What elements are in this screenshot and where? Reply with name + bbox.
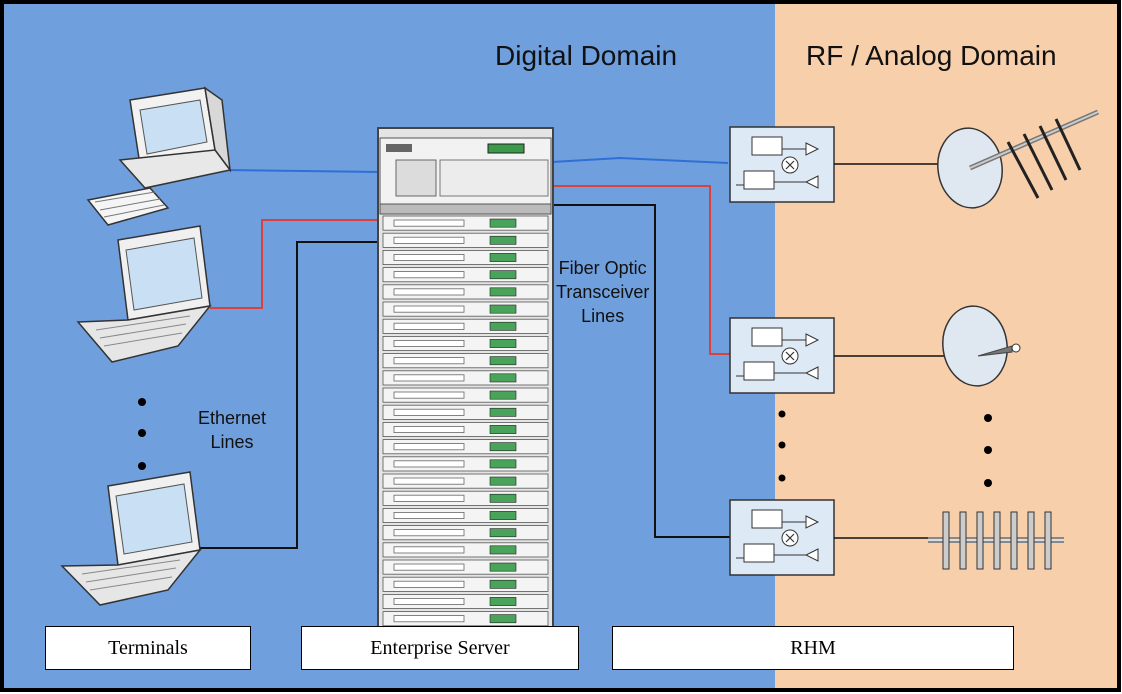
- digital-domain-title: Digital Domain: [495, 40, 678, 71]
- rack-blade-handle: [393, 408, 465, 416]
- terminal-ellipsis-dot: [138, 429, 146, 437]
- ethernet-line-desktop: [224, 169, 381, 173]
- dish-yagi-antenna-icon: [937, 109, 1100, 209]
- rack-blade-handle: [393, 322, 465, 330]
- ethernet-line-laptop-2: [200, 241, 384, 549]
- rack-blade-port: [489, 339, 517, 348]
- rack-blade-port: [489, 425, 517, 434]
- rack-blade-handle: [393, 391, 465, 399]
- terminal-ellipsis-dot: [138, 462, 146, 470]
- rack-blade-port: [489, 562, 517, 572]
- rack-blade-port: [489, 218, 517, 228]
- rack-blade-handle: [393, 271, 465, 279]
- rack-blade-handle: [393, 477, 465, 485]
- rack-blade-handle: [393, 443, 465, 451]
- desktop-computer-icon: [86, 86, 232, 226]
- antenna-ellipsis-dot: [984, 479, 992, 487]
- rack-blade-handle: [393, 425, 465, 433]
- ethernet-line-laptop-1: [210, 219, 384, 309]
- rack-blade-port: [489, 493, 517, 503]
- rhm-module-icon-2: [729, 317, 835, 394]
- rack-blade-handle: [393, 288, 465, 296]
- rack-blade-handle: [393, 563, 465, 571]
- enterprise-server-label-box: Enterprise Server: [301, 626, 579, 670]
- yagi-antenna-icon: [928, 511, 1064, 570]
- rack-blade-handle: [393, 580, 465, 588]
- rack-blade-port: [489, 270, 517, 280]
- fiber-line-rhm-1: [551, 156, 729, 164]
- rack-blade-port: [489, 597, 517, 606]
- ethernet-label-line-1: Ethernet: [198, 408, 267, 428]
- fiber-label-line-3: Lines: [581, 306, 625, 326]
- fiber-label-line-1: Fiber Optic: [558, 258, 647, 278]
- rack-blade-port: [489, 390, 517, 400]
- rack-blade-port: [489, 614, 517, 624]
- rack-blade-handle: [393, 598, 465, 606]
- terminals-label-box: Terminals: [45, 626, 251, 670]
- rack-blade-port: [489, 528, 517, 538]
- rack-blade-port: [489, 235, 517, 245]
- dish-antenna-icon: [942, 305, 1021, 387]
- rack-blade-port: [489, 476, 517, 486]
- rack-blade-port: [489, 287, 517, 297]
- rhm-ellipsis-dot: [778, 410, 786, 418]
- rhm-module-icon-1: [729, 126, 835, 203]
- rack-blade-port: [489, 356, 517, 366]
- fiber-lines-label: Fiber Optic Transceiver Lines: [556, 256, 649, 328]
- rack-blade-port: [489, 321, 517, 331]
- rhm-ellipsis-dot: [778, 441, 786, 449]
- rack-blade-handle: [393, 374, 465, 382]
- rack-blade-port: [489, 407, 517, 417]
- rack-blade-handle: [393, 546, 465, 554]
- rack-blade-handle: [393, 305, 465, 313]
- rack-blade-port: [489, 511, 517, 520]
- rack-blade-handle: [393, 494, 465, 502]
- rf-domain-title: RF / Analog Domain: [806, 40, 1057, 71]
- rack-blade-handle: [393, 339, 465, 347]
- rack-blade-port: [489, 373, 517, 383]
- rack-blade-port: [489, 545, 517, 555]
- fiber-line-rhm-3: [552, 204, 730, 538]
- ethernet-lines-label: Ethernet Lines: [198, 406, 266, 454]
- rhm-ellipsis-dot: [778, 474, 786, 482]
- rack-blade-handle: [393, 460, 465, 468]
- terminal-ellipsis-dot: [138, 398, 146, 406]
- rack-blade-handle: [393, 219, 465, 227]
- rack-blade-handle: [393, 253, 465, 261]
- rack-blade-port: [489, 442, 517, 452]
- rack-blade-handle: [393, 512, 465, 520]
- rack-blade-handle: [393, 529, 465, 537]
- rack-blade-port: [489, 459, 517, 469]
- antenna-ellipsis-dot: [984, 446, 992, 454]
- rack-blade-port: [489, 304, 517, 314]
- rhm-label-box: RHM: [612, 626, 1014, 670]
- server-rack-icon: [377, 127, 554, 661]
- rack-blade-port: [489, 253, 517, 262]
- rack-blade-handle: [393, 236, 465, 244]
- antenna-ellipsis-dot: [984, 414, 992, 422]
- rhm-module-icon-3: [729, 499, 835, 576]
- ethernet-label-line-2: Lines: [210, 432, 254, 452]
- laptop-icon-2: [60, 471, 202, 606]
- laptop-icon-1: [76, 225, 212, 363]
- fiber-line-rhm-2: [552, 185, 730, 355]
- rack-blade-port: [489, 579, 517, 589]
- rack-blade-handle: [393, 615, 465, 623]
- rack-blade-handle: [393, 357, 465, 365]
- fiber-label-line-2: Transceiver: [556, 282, 650, 302]
